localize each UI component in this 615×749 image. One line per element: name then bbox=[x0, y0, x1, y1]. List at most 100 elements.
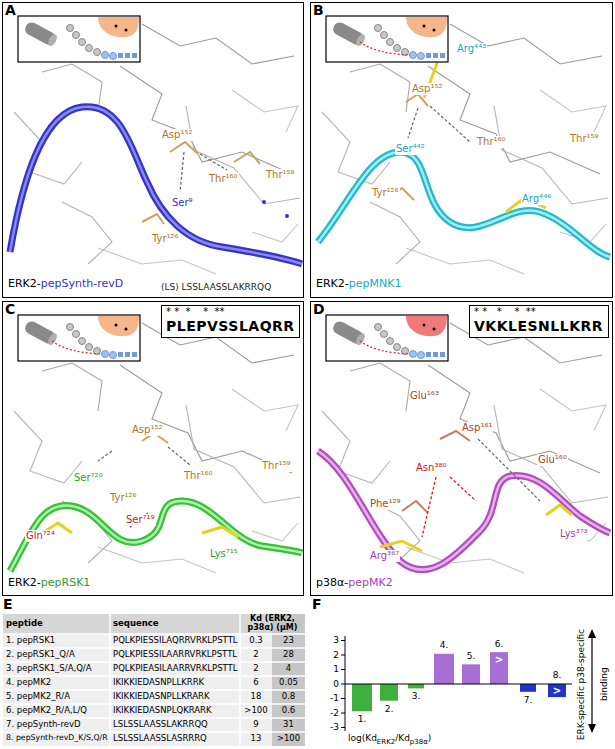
complex-caption: ERK2- bbox=[316, 278, 349, 291]
axis-tick-label: 3 bbox=[333, 635, 339, 645]
residue-label: Arg⁴⁴⁶ bbox=[521, 193, 552, 205]
residue-label: Asp¹⁵² bbox=[131, 424, 163, 436]
art-path bbox=[360, 42, 410, 55]
art-circle bbox=[423, 324, 426, 327]
table-cell: 6 bbox=[253, 678, 258, 688]
art-line bbox=[341, 640, 345, 641]
art-path bbox=[142, 214, 164, 224]
art-use bbox=[326, 315, 448, 361]
art-circle bbox=[125, 328, 128, 331]
art-path bbox=[360, 341, 410, 354]
residue-label: Arg³⁶⁷ bbox=[369, 550, 400, 562]
residue-label: Ser⁷¹⁹ bbox=[125, 514, 156, 526]
table-cell: 13 bbox=[251, 734, 262, 744]
art-path bbox=[408, 108, 418, 138]
art-line bbox=[109, 614, 111, 746]
complex-caption: p38α- bbox=[316, 577, 348, 590]
conservation-marks: * * * * ** bbox=[166, 306, 225, 318]
art-circle bbox=[433, 328, 436, 331]
table-header: sequence bbox=[113, 619, 159, 629]
table-header: peptide bbox=[6, 619, 43, 629]
residue-label: Ser⁴⁴² bbox=[395, 143, 426, 155]
table-cell: 7. pepSynth-revD bbox=[6, 720, 81, 730]
axis-title: ERK2 bbox=[377, 738, 395, 746]
art-line bbox=[341, 727, 345, 728]
art-circle bbox=[115, 25, 118, 28]
art-path bbox=[546, 505, 572, 515]
table-cell: 5. pepMK2_R/A bbox=[6, 692, 70, 702]
residue-label: Glu¹⁶⁰ bbox=[537, 454, 568, 466]
axis-annotation: p38-specific bbox=[576, 629, 586, 683]
art-path bbox=[168, 447, 190, 465]
art-rect bbox=[548, 684, 566, 697]
art-path bbox=[202, 527, 238, 537]
art-path bbox=[318, 451, 610, 570]
table-cell: 4 bbox=[286, 664, 291, 674]
residue-label: Arg⁴⁴³ bbox=[456, 43, 487, 55]
art-polygon bbox=[588, 629, 596, 638]
panel: BERK2-pepMNK1Arg⁴⁴³Asp¹⁵²Ser⁴⁴²Thr¹⁶⁰Thr… bbox=[310, 2, 613, 298]
residue-label: Glu¹⁶³ bbox=[409, 390, 440, 402]
art-path bbox=[402, 501, 428, 513]
art-path bbox=[450, 477, 476, 501]
table-cell: LSLSSLAASSLAKRRQQ bbox=[113, 720, 208, 730]
art-line bbox=[341, 713, 345, 714]
table-cell: 0.8 bbox=[282, 692, 296, 702]
art-path bbox=[10, 107, 302, 264]
art-rect bbox=[434, 654, 454, 684]
residue-label: Asp¹⁶¹ bbox=[461, 422, 493, 434]
art-polygon bbox=[588, 724, 596, 733]
residue-label: Thr¹⁶⁰ bbox=[183, 470, 214, 482]
art-circle bbox=[125, 29, 128, 32]
art-rect bbox=[490, 652, 508, 684]
panel-letter: F bbox=[312, 596, 322, 612]
table-cell: 0.6 bbox=[282, 706, 296, 716]
art-path bbox=[478, 439, 540, 501]
panel-letter: C bbox=[5, 301, 15, 317]
table-cell: 23 bbox=[283, 636, 294, 646]
bar-number: 8. bbox=[553, 670, 562, 680]
axis-title: ) bbox=[428, 733, 432, 743]
table-cell: 9 bbox=[253, 720, 258, 730]
table-cell: IKIKKIEDASNPLQKRARK bbox=[113, 706, 212, 716]
bound-marker: > bbox=[495, 654, 503, 666]
art-line bbox=[591, 636, 592, 726]
axis-title: p38α bbox=[410, 738, 428, 746]
art-circle bbox=[115, 324, 118, 327]
art-circle bbox=[262, 200, 266, 204]
logo-box: * * * * **VKKLESNLLKRR bbox=[469, 305, 609, 338]
axis-tick-label: 2 bbox=[333, 650, 339, 660]
art-circle bbox=[423, 25, 426, 28]
table-cell: PQLKPIESSILAQRRVRKLPSTTL bbox=[113, 636, 238, 646]
art-rect bbox=[462, 664, 480, 684]
residue-label: Tyr¹²⁶ bbox=[371, 187, 400, 199]
table-cell: 2 bbox=[253, 650, 258, 660]
table-cell: 3. pepRSK1_S/A,Q/A bbox=[6, 664, 92, 674]
bar-number: 5. bbox=[467, 651, 476, 661]
residue-label: Lys³⁷³ bbox=[559, 528, 589, 540]
axis-annotation: ERK-specific bbox=[576, 686, 586, 740]
panel: AERK2-pepSynth-revD(LS) LSSLAASSLAKRRQQA… bbox=[2, 2, 304, 298]
panel-a-inset bbox=[18, 16, 140, 62]
table-cell: 2. pepRSK1_Q/A bbox=[6, 650, 75, 660]
bar-number: 1. bbox=[358, 714, 367, 724]
panel-letter: E bbox=[3, 596, 13, 612]
axis-tick-label: 1 bbox=[333, 664, 339, 674]
sequence-logo: PLEPVSSLAQRR bbox=[166, 318, 295, 334]
panel-letter: A bbox=[5, 2, 16, 18]
bar-chart bbox=[341, 629, 596, 733]
table-cell: 0.05 bbox=[279, 678, 298, 688]
art-path bbox=[406, 94, 428, 106]
panel-b-inset bbox=[326, 16, 448, 62]
art-path bbox=[10, 501, 302, 571]
panel-letter: B bbox=[313, 2, 324, 18]
art-path bbox=[10, 107, 302, 264]
art-use bbox=[18, 16, 140, 62]
art-rect bbox=[352, 684, 372, 711]
art-path bbox=[318, 152, 610, 257]
panel-d-inset bbox=[326, 315, 448, 361]
art-line bbox=[341, 655, 345, 656]
art-line bbox=[341, 669, 345, 670]
art-line bbox=[345, 684, 572, 685]
